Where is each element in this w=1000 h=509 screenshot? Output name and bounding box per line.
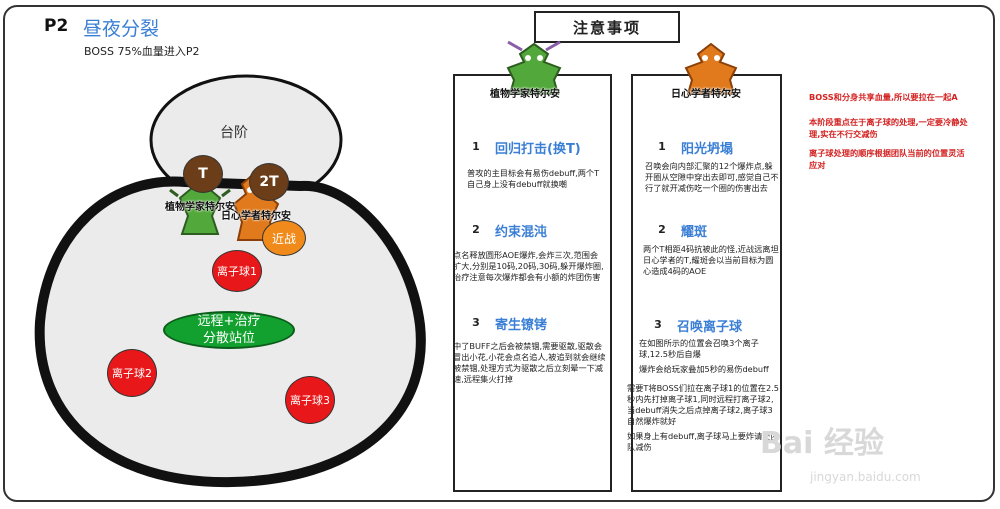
off-tank-marker: 2T [249,163,289,201]
skill-text: 点名释放圆形AOE爆炸,会炸三次,范围会扩大,分别是10码,20码,30码,躲开… [453,250,604,282]
ranged-healer-zone: 远程+治疗 分散站位 [163,311,295,349]
ion-orb-3: 离子球3 [285,376,335,424]
skill-text: 在如图所示的位置会召唤3个离子球,12.5秒后自爆 [639,338,759,359]
sun-boss-icon [684,42,738,95]
note-ion-orb-focus: 本阶段重点在于离子球的处理,一定要冷静处理,实在不行交减伤 [809,117,968,139]
skill-text: 需要T将BOSS们拉在离子球1的位置在2.5秒内先打掉离子球1,同时远程打离子球… [627,383,779,426]
tank-marker: T [183,155,223,193]
phase-trigger: BOSS 75%血量进入P2 [84,45,200,58]
notice-banner: 注意事项 [534,11,680,43]
skill-text: 爆炸会给玩家叠加5秒的易伤debuff [639,364,769,374]
plant-boss-map-label: 植物学家特尔安 [165,202,235,213]
phase-title: 昼夜分裂 [83,18,160,40]
skill-title: 耀斑 [681,225,708,240]
skill-number-1: 1 [649,134,675,158]
melee-marker: 近战 [262,220,306,256]
note-shared-health: BOSS和分身共享血量,所以要拉在一起A [809,92,958,102]
phase-label: P2 [44,16,69,36]
plant-boss-icon [506,40,562,95]
sun-boss-map-label: 日心学者特尔安 [221,211,291,222]
skill-number-2: 2 [463,217,489,241]
skill-title: 寄生镣铐 [495,318,548,333]
skill-text: 两个T相距4码抗被此的怪,近战远离坦日心学者的T,耀斑会以当前目标为圆心造成4码… [643,244,779,276]
skill-number-3: 3 [463,310,489,334]
plant-boss-sprite-card [498,40,570,100]
plant-boss-card: 1 回归打击(换T) 普攻的主目标会有易伤debuff,两个T自己身上没有deb… [453,74,612,492]
skill-text: 如果身上有debuff,离子球马上要炸请交团队减伤 [627,431,779,452]
skill-text: 中了BUFF之后会被禁锢,需要驱散,驱散会冒出小花,小花会点名追人,被追到就会继… [453,341,606,384]
skill-title: 回归打击(换T) [495,142,581,157]
skill-number-1: 1 [463,134,489,158]
skill-title: 约束混沌 [495,225,548,240]
skill-title: 阳光坍塌 [681,142,734,157]
skill-number-3: 3 [645,312,671,336]
sun-boss-card: 1 阳光坍塌 召唤会向内部汇聚的12个爆炸点,躲开圈从空隙中穿出去即可,感觉自己… [627,74,782,492]
note-orb-order: 离子球处理的顺序根据团队当前的位置灵活应对 [809,148,965,170]
skill-text: 召唤会向内部汇聚的12个爆炸点,躲开圈从空隙中穿出去即可,感觉自己不行了就开减伤… [645,161,779,193]
ranged-zone-line2: 分散站位 [202,331,255,346]
watermark-brand: Bai 经验 [760,426,884,461]
sun-boss-card-label: 日心学者特尔安 [671,89,741,100]
ranged-zone-line1: 远程+治疗 [197,314,261,329]
plant-boss-card-label: 植物学家特尔安 [490,89,560,100]
skill-number-2: 2 [649,217,675,241]
skill-text: 普攻的主目标会有易伤debuff,两个T自己身上没有debuff就换嘲 [467,168,600,189]
ion-orb-1: 离子球1 [212,250,262,292]
sun-boss-sprite-card [676,40,746,100]
outer-frame [3,5,995,502]
stairs-label: 台阶 [220,125,248,141]
skill-title: 召唤离子球 [677,320,743,335]
ion-orb-2: 离子球2 [107,349,157,397]
watermark-url: jingyan.baidu.com [810,470,921,484]
